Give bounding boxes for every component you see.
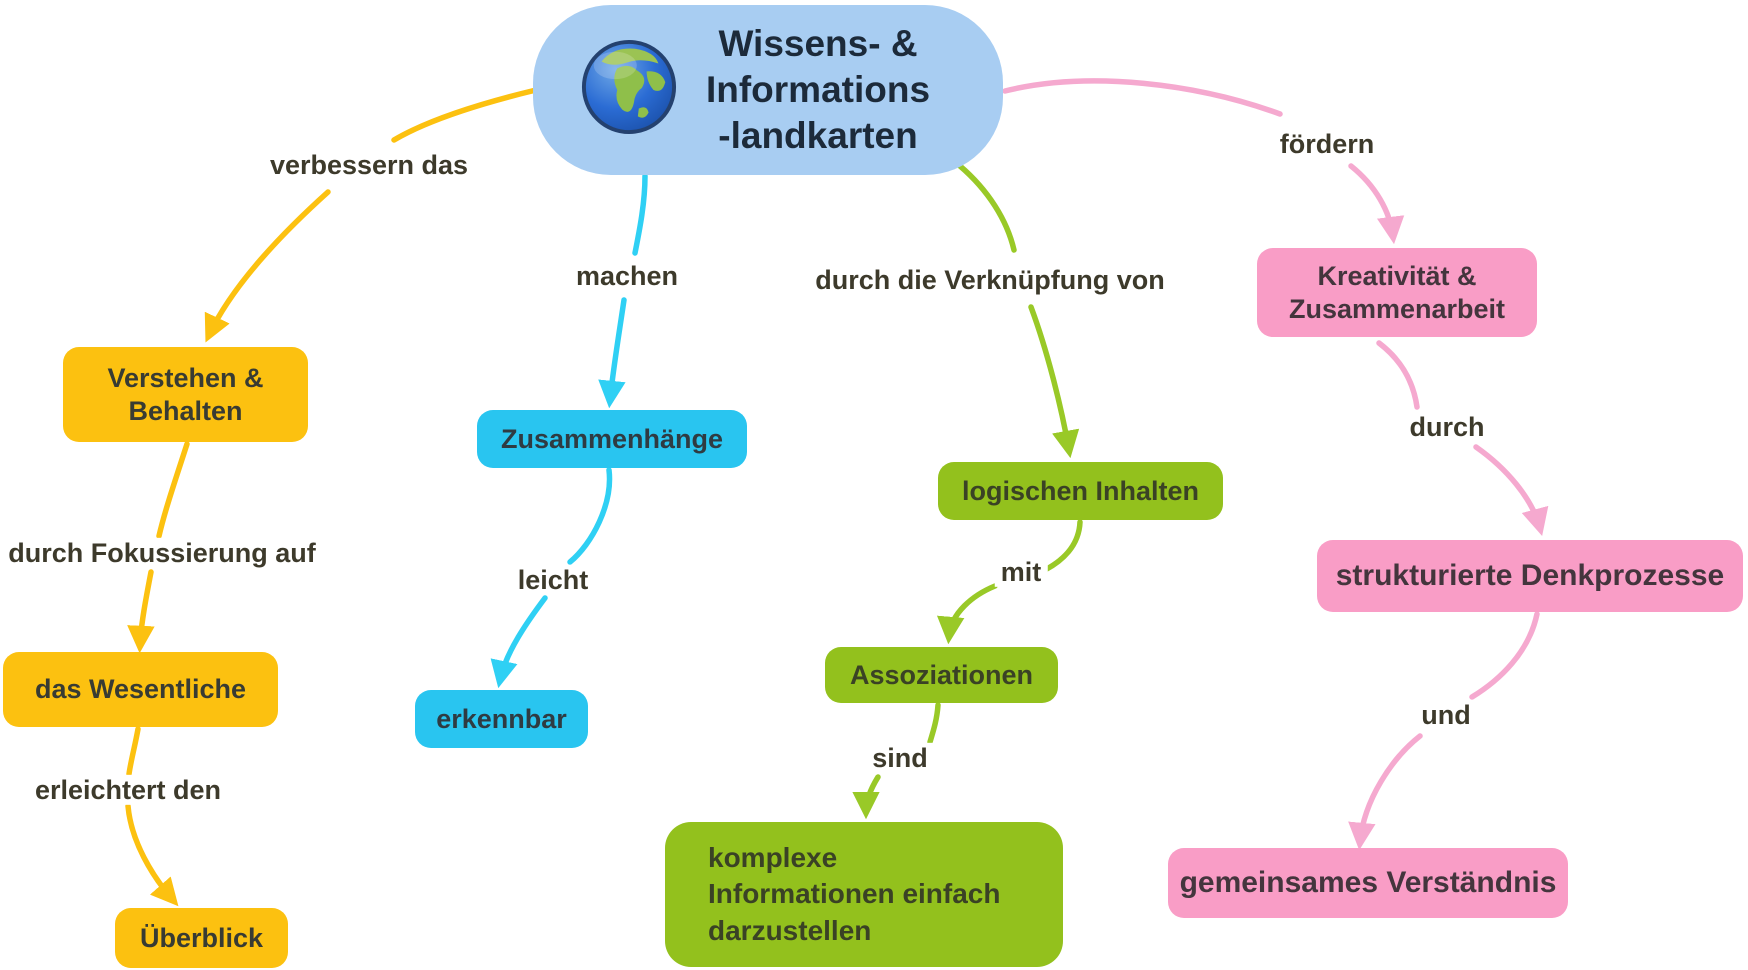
edge-label-machen: machen (569, 260, 685, 292)
node-das-wesentliche[interactable]: das Wesentliche (3, 652, 278, 727)
central-node-label: Wissens- & Informations -landkarten (705, 23, 931, 156)
edge-label-durch-fokussierung-auf: durch Fokussierung auf (2, 537, 322, 569)
node-logischen-inhalten[interactable]: logischen Inhalten (938, 462, 1223, 520)
edge-label-und: und (1415, 699, 1477, 731)
edge-label-erleichtert-den: erleichtert den (28, 774, 228, 806)
central-node-wissenslandkarten[interactable]: Wissens- & Informations -landkarten (533, 5, 1003, 175)
node-strukturierte-denkprozesse[interactable]: strukturierte Denkprozesse (1317, 540, 1743, 612)
edge-label-durch-die-verknuepfung-von: durch die Verknüpfung von (809, 264, 1171, 296)
edge-label-foerdern: fördern (1273, 128, 1381, 160)
node-erkennbar[interactable]: erkennbar (415, 690, 588, 748)
edge-label-sind: sind (866, 742, 934, 774)
node-assoziationen[interactable]: Assoziationen (825, 647, 1058, 703)
node-verstehen-behalten[interactable]: Verstehen & Behalten (63, 347, 308, 442)
edge-label-mit: mit (994, 556, 1048, 588)
edge-label-leicht: leicht (511, 564, 595, 596)
node-komplexe-informationen[interactable]: komplexe Informationen einfach darzustel… (665, 822, 1063, 967)
node-kreativitaet-zusammenarbeit[interactable]: Kreativität & Zusammenarbeit (1257, 248, 1537, 337)
globe-icon (581, 39, 677, 135)
node-ueberblick[interactable]: Überblick (115, 908, 288, 968)
node-zusammenhaenge[interactable]: Zusammenhänge (477, 410, 747, 468)
edge-label-durch: durch (1403, 411, 1491, 443)
edge-label-verbessern-das: verbessern das (263, 149, 475, 181)
node-gemeinsames-verstaendnis[interactable]: gemeinsames Verständnis (1168, 848, 1568, 918)
